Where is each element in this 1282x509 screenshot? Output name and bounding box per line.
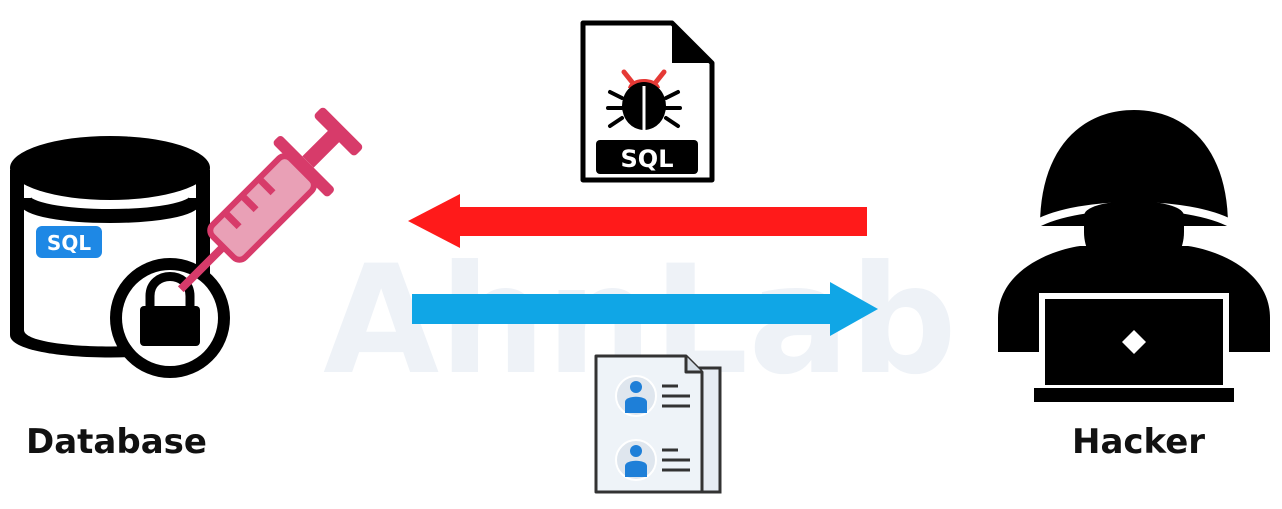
database-icon: SQL xyxy=(10,136,230,378)
syringe-icon xyxy=(177,107,363,293)
database-label: Database xyxy=(26,422,207,462)
hacker-icon xyxy=(998,110,1270,402)
sql-badge xyxy=(36,226,102,258)
response-arrow xyxy=(412,282,878,336)
lock-icon xyxy=(140,272,200,346)
laptop-logo-icon xyxy=(1122,330,1146,354)
sql-badge-text: SQL xyxy=(47,231,91,255)
user-record-2 xyxy=(615,439,690,481)
attack-arrow xyxy=(408,194,867,248)
sql-file-icon: SQL xyxy=(580,20,715,183)
hacker-label: Hacker xyxy=(1072,422,1206,462)
user-records-icon xyxy=(594,354,722,494)
sql-file-label: SQL xyxy=(621,145,674,173)
bug-icon xyxy=(606,69,682,130)
user-record-1 xyxy=(615,375,690,417)
